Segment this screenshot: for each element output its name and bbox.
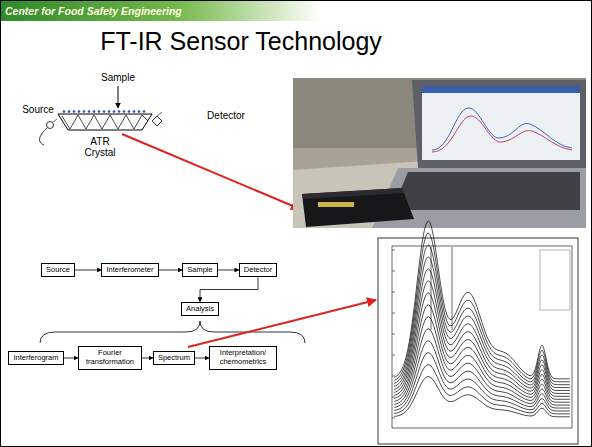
header-bar	[1, 1, 321, 21]
box-text: Sample	[187, 266, 212, 275]
spectrum-curve	[394, 281, 570, 393]
process-box: Sample	[182, 263, 217, 278]
process-box: Source	[41, 263, 75, 278]
group-brace	[40, 321, 305, 343]
part-label: Detector	[207, 110, 245, 122]
process-box: Spectrum	[153, 351, 195, 366]
instrument-photo	[293, 78, 586, 228]
axis-tick	[392, 292, 395, 293]
box-text: Spectrum	[158, 354, 190, 363]
header-text: Center for Food Safety Engineering	[5, 5, 182, 17]
process-box: Analysis	[181, 302, 219, 317]
axis-tick	[392, 250, 395, 251]
axis-tick	[392, 313, 395, 314]
flow-arrow	[195, 358, 209, 359]
flow-arrow	[218, 270, 239, 271]
process-box: Interferometer	[101, 263, 158, 278]
box-text: Interferogram	[13, 354, 58, 363]
flow-arrow	[159, 270, 183, 271]
process-box: Detector	[239, 263, 277, 278]
box-text: Detector	[244, 266, 272, 275]
axis-tick	[392, 376, 395, 377]
spectrum-curve	[394, 341, 570, 408]
box-text: Fourier transformation	[83, 349, 137, 366]
box-text: Interferometer	[106, 266, 153, 275]
part-label: ATR Crystal	[78, 136, 122, 159]
spectra-chart	[378, 221, 578, 444]
process-box: Fourier transformation	[78, 346, 142, 369]
spectrum-curve	[394, 221, 570, 379]
flow-arrow	[75, 270, 102, 271]
axis-tick	[392, 271, 395, 272]
part-label: Sample	[101, 72, 135, 84]
box-text: Source	[46, 266, 70, 275]
axis-tick	[392, 397, 395, 398]
flow-arrow	[200, 277, 258, 301]
axis-tick	[392, 355, 395, 356]
pointer-arrow	[122, 134, 300, 209]
axis-tick	[392, 418, 395, 419]
box-text: Interpretation/ chemometrics	[214, 349, 272, 366]
part-label: Source	[22, 104, 54, 116]
flow-arrow	[142, 358, 153, 359]
spectrum-curve	[394, 293, 570, 396]
box-text: Analysis	[186, 305, 214, 314]
slide-title: FT-IR Sensor Technology	[100, 27, 382, 56]
process-box: Interpretation/ chemometrics	[209, 346, 277, 369]
process-box: Interferogram	[8, 351, 63, 366]
flow-arrow	[64, 358, 78, 359]
axis-tick	[392, 334, 395, 335]
